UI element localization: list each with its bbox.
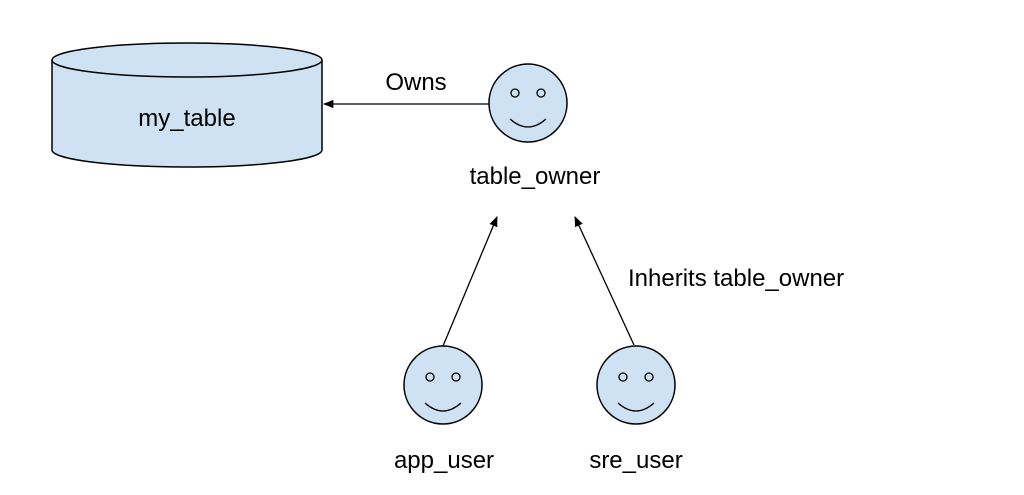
sre-user-face-icon [596,345,676,425]
inherits-edge-label: Inherits table_owner [628,265,844,292]
my-table-database-icon [51,42,323,168]
sre-user-label: sre_user [589,447,682,474]
table-owner-label: table_owner [470,163,601,190]
app-user-face-icon [403,345,483,425]
app-user-label: app_user [394,447,494,474]
sre-user-inherits-arrow [574,216,635,346]
table-owner-face-icon [488,63,568,143]
my-table-label: my_table [138,105,235,132]
app-user-inherits-arrow [442,216,498,347]
owns-edge-label: Owns [385,69,446,96]
